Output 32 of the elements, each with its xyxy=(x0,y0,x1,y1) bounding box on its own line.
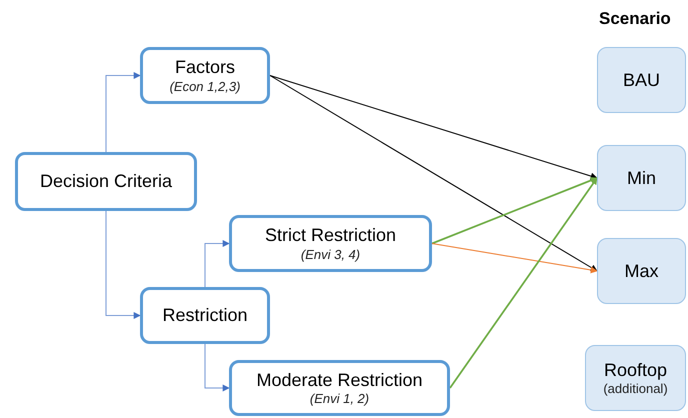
arrow xyxy=(270,75,598,180)
node-title: BAU xyxy=(622,68,660,92)
node-title: Strict Restriction xyxy=(264,224,396,247)
arrow xyxy=(204,240,230,288)
process-box xyxy=(140,47,270,104)
arrow xyxy=(106,72,141,152)
process-box xyxy=(229,215,432,272)
node-title: Max xyxy=(624,260,658,282)
node-title: Rooftop xyxy=(604,358,668,382)
arrow xyxy=(204,344,230,392)
process-box xyxy=(140,287,270,344)
process-box xyxy=(229,360,450,416)
scenario-box xyxy=(585,345,686,411)
scenario-box xyxy=(597,47,686,113)
arrow xyxy=(106,210,141,319)
process-box xyxy=(15,152,197,211)
node-subtitle: (Envi 1, 2) xyxy=(310,391,370,408)
node-title: Restriction xyxy=(162,304,248,327)
node-title: Moderate Restriction xyxy=(256,368,423,392)
node-title: Min xyxy=(626,166,656,190)
scenario-box xyxy=(597,145,686,211)
node-title: Factors xyxy=(174,56,235,79)
arrow xyxy=(270,75,598,272)
node-subtitle: (Envi 3, 4) xyxy=(300,246,360,263)
node-title: Decision Criteria xyxy=(40,170,172,193)
arrow xyxy=(432,243,598,274)
node-subtitle: (additional) xyxy=(603,381,668,398)
node-subtitle: (Econ 1,2,3) xyxy=(170,78,240,95)
arrow xyxy=(449,177,598,389)
column-heading: Scenario xyxy=(599,8,671,30)
scenario-box xyxy=(597,238,686,304)
arrow xyxy=(432,177,598,244)
